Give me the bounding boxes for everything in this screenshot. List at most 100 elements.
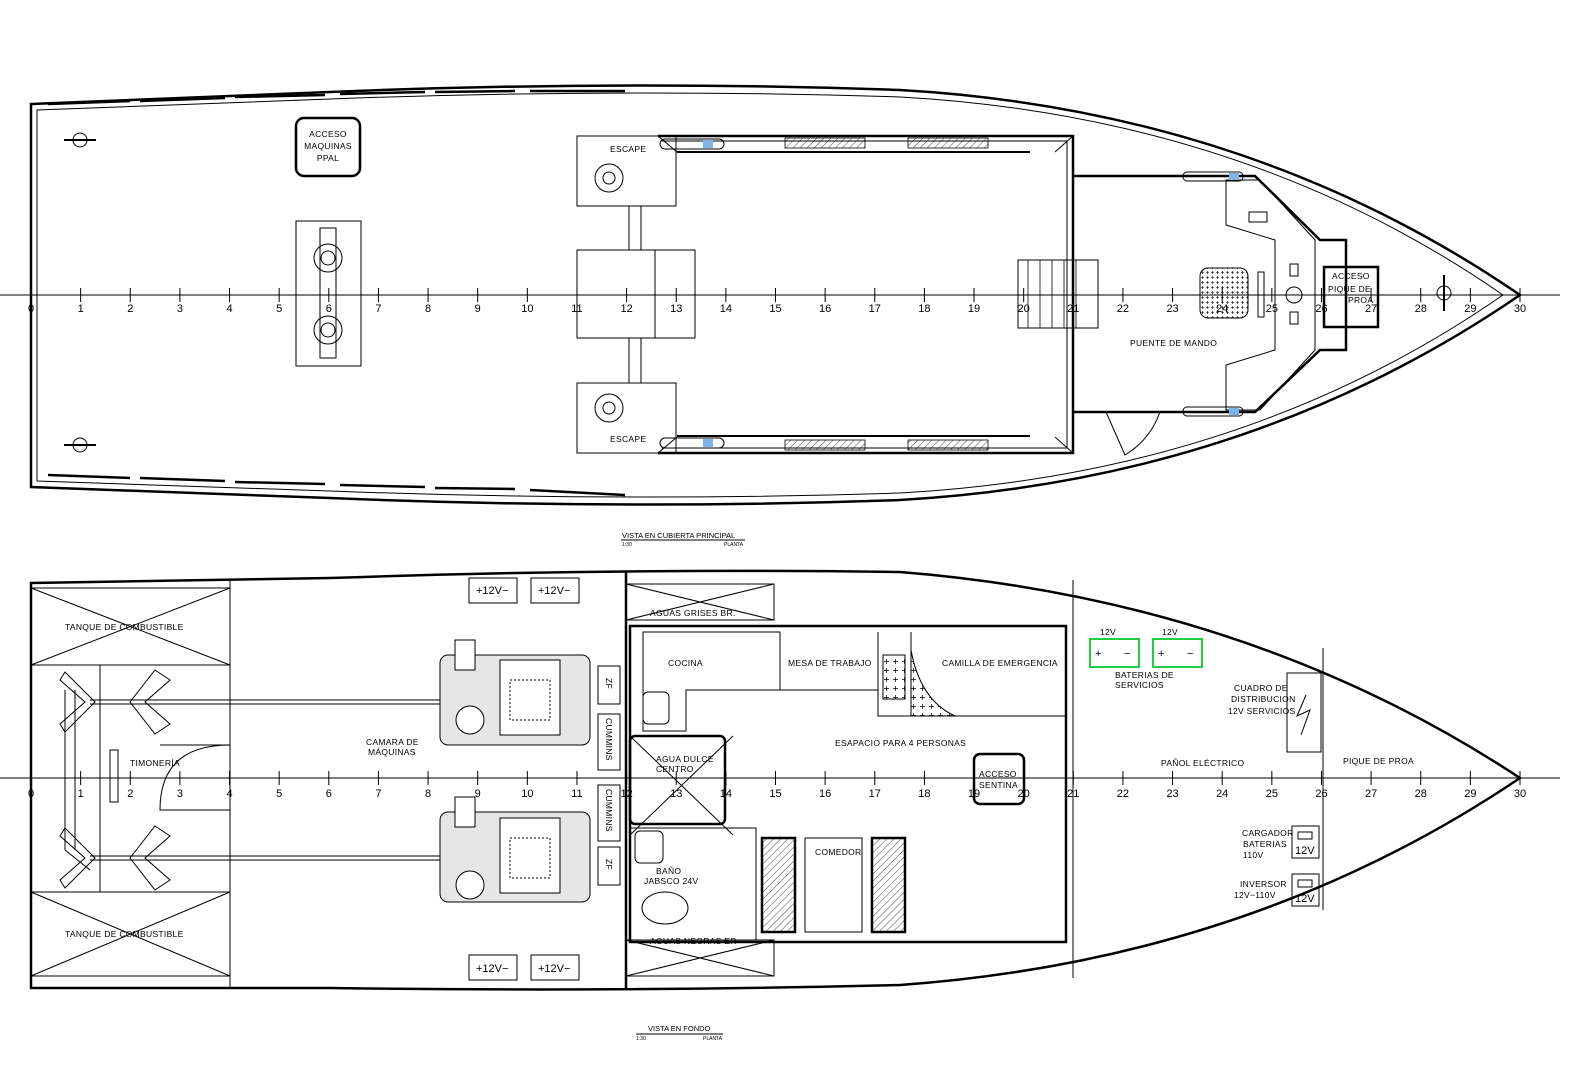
label-escape-top: ESCAPE [610, 144, 646, 154]
label-tanque-bottom: TANQUE DE COMBUSTIBLE [65, 929, 184, 939]
label-escape-bottom: ESCAPE [610, 434, 646, 444]
station-label: 9 [475, 788, 481, 800]
svg-text:−: − [1187, 648, 1193, 660]
station-label: 23 [1166, 303, 1178, 315]
station-label: 26 [1315, 303, 1327, 315]
accommodation [625, 583, 1068, 977]
label-camilla: CAMILLA DE EMERGENCIA [942, 658, 1058, 668]
engine-battery: +12V− [530, 577, 580, 604]
label-ppal: PPAL [317, 153, 339, 163]
label-servicios: SERVICIOS [1115, 680, 1164, 690]
label-cuadro: CUADRO DE [1234, 683, 1288, 693]
engine-battery: +12V− [468, 577, 518, 604]
station-label: 22 [1117, 303, 1129, 315]
svg-text:−: − [1124, 648, 1130, 660]
label-distribucion: DISTRIBUCION [1231, 694, 1296, 704]
station-label: 7 [375, 303, 381, 315]
engine-starboard [439, 796, 591, 903]
station-label: 7 [375, 788, 381, 800]
label-cummins-stbd: CUMMINS [604, 789, 614, 832]
label-aguas-grises: AGUAS GRISES BR. [650, 608, 736, 618]
engine-port [439, 639, 591, 746]
label-agua-dulce: AGUA DULCE [656, 754, 714, 764]
station-label: 20 [1018, 303, 1030, 315]
svg-text:+12V−: +12V− [538, 963, 570, 975]
station-label: 11 [571, 303, 582, 315]
station-label: 15 [769, 788, 781, 800]
label-espacio: ESAPACIO PARA 4 PERSONAS [835, 738, 966, 748]
station-label: 17 [869, 788, 881, 800]
propeller-shafts [59, 669, 440, 891]
station-label: 6 [326, 303, 332, 315]
type-bottom-view: PLANTA [703, 1036, 723, 1042]
label-inversor-voltage: 12V−110V [1234, 890, 1276, 900]
station-label: 30 [1514, 788, 1526, 800]
label-acceso-pique-2: PIQUE DE [1328, 284, 1371, 294]
svg-text:+: + [1158, 648, 1164, 660]
station-label: 20 [1018, 788, 1030, 800]
svg-text:+: + [1095, 648, 1101, 660]
station-label: 13 [670, 788, 682, 800]
label-inversor: INVERSOR [1240, 879, 1287, 889]
scale-deck-view: 1:30 [622, 542, 632, 548]
station-label: 21 [1067, 788, 1079, 800]
label-tanque-top: TANQUE DE COMBUSTIBLE [65, 622, 184, 632]
station-label: 15 [769, 303, 781, 315]
station-label: 24 [1216, 788, 1228, 800]
station-label: 24 [1216, 303, 1228, 315]
station-label: 8 [425, 303, 431, 315]
label-zf-stbd: ZF [604, 859, 614, 870]
station-label: 29 [1464, 303, 1476, 315]
charger-box: 12V [1291, 825, 1320, 859]
label-acceso-sentina: ACCESO [979, 769, 1017, 779]
label-maquinas: MÁQUINAS [368, 747, 416, 757]
label-timoneria: TIMONERÍA [130, 758, 180, 768]
title-deck-view: VISTA EN CUBIERTA PRINCIPAL [622, 531, 735, 540]
mooring-bitt [295, 220, 362, 367]
station-label: 5 [276, 788, 282, 800]
station-label: 18 [918, 788, 930, 800]
station-label: 25 [1266, 788, 1278, 800]
station-label: 10 [521, 788, 533, 800]
label-acceso: ACCESO [309, 129, 347, 139]
station-label: 5 [276, 303, 282, 315]
svg-text:12V: 12V [1295, 893, 1315, 905]
label-zf-port: ZF [604, 678, 614, 689]
engine-battery: +12V− [530, 954, 580, 981]
svg-text:12V: 12V [1100, 627, 1116, 637]
lightning-icon [1296, 694, 1311, 736]
type-deck-view: PLANTA [724, 542, 744, 548]
label-acceso-pique-3: PROA [1348, 295, 1373, 305]
station-label: 18 [918, 303, 930, 315]
label-cummins-port: CUMMINS [604, 718, 614, 761]
station-label: 0 [28, 788, 34, 800]
label-pique-de-proa: PIQUE DE PROA [1343, 756, 1414, 766]
station-label: 9 [475, 303, 481, 315]
deck-view: ACCESO MAQUINAS PPAL [0, 84, 1560, 548]
label-bano: BAÑO [656, 866, 681, 876]
svg-text:12V: 12V [1295, 845, 1315, 857]
station-label: 12 [620, 303, 632, 315]
cleat-icon [1436, 275, 1452, 311]
station-label: 28 [1415, 788, 1427, 800]
station-label: 1 [78, 788, 84, 800]
bottom-view: TANQUE DE COMBUSTIBLE TANQUE DE COMBUSTI… [0, 569, 1560, 1042]
svg-text:+12V−: +12V− [476, 963, 508, 975]
label-sentina: SENTINA [979, 780, 1018, 790]
station-label: 14 [720, 303, 732, 315]
label-maquinas: MAQUINAS [304, 141, 352, 151]
station-label: 19 [968, 788, 980, 800]
svg-text:+12V−: +12V− [476, 585, 508, 597]
label-cocina: COCINA [668, 658, 703, 668]
station-label: 3 [177, 788, 183, 800]
label-centro: CENTRO [656, 764, 694, 774]
station-label: 13 [670, 303, 682, 315]
label-puente-de-mando: PUENTE DE MANDO [1130, 338, 1217, 348]
station-label: 28 [1415, 303, 1427, 315]
station-label: 17 [869, 303, 881, 315]
station-label: 2 [127, 788, 133, 800]
station-label: 14 [720, 788, 732, 800]
label-camara: CAMARA DE [366, 737, 419, 747]
